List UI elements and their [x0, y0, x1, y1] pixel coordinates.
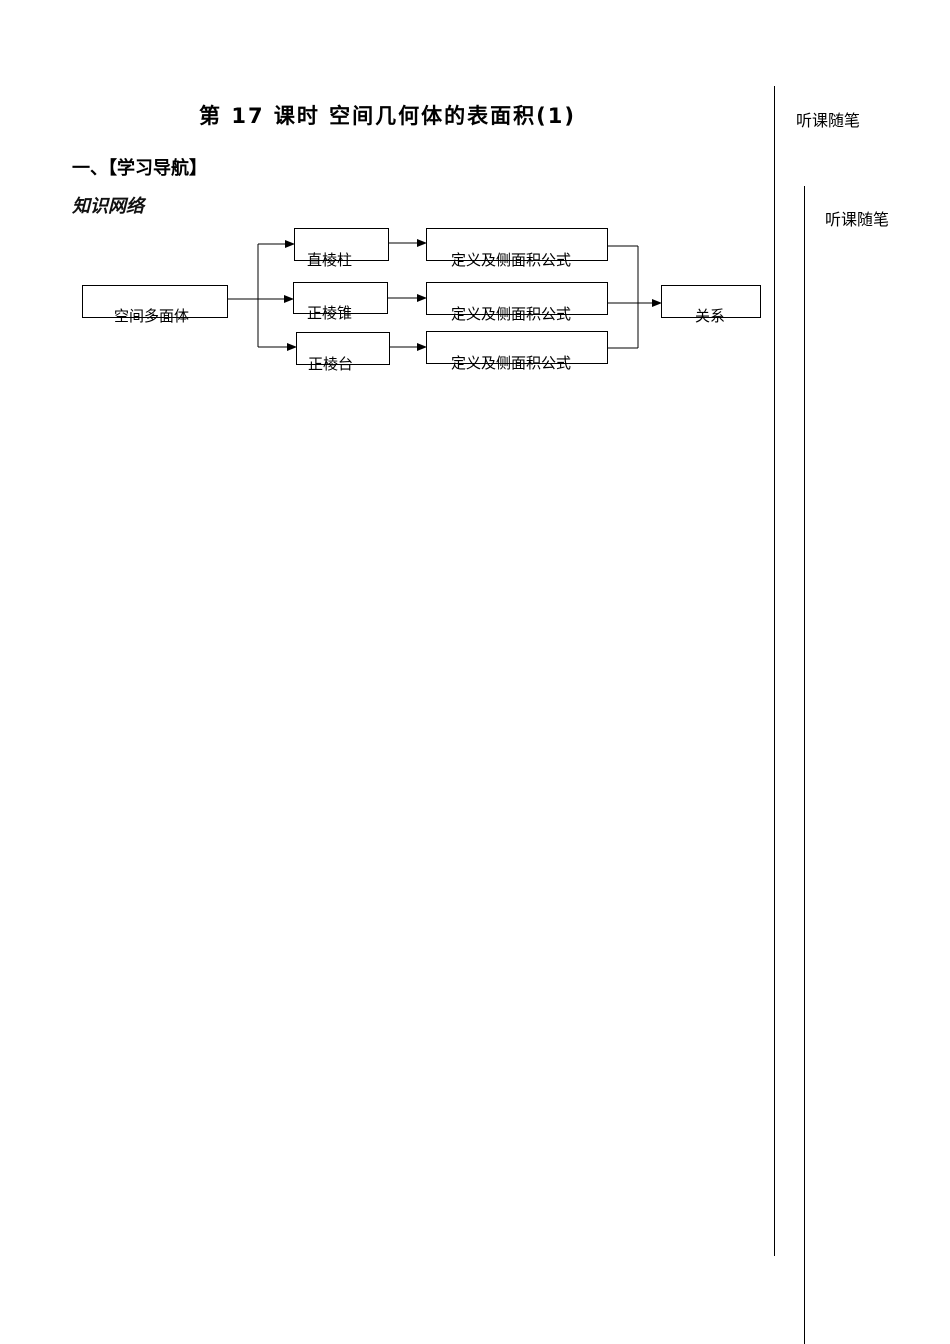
- root-box: [82, 285, 228, 318]
- root-label: 空间多面体: [114, 307, 190, 325]
- margin-rule-2: [804, 186, 805, 1344]
- detail-label-2: 定义及侧面积公式: [451, 305, 572, 323]
- diagram-connectors: [228, 239, 662, 351]
- page-title: 第 17 课时 空间几何体的表面积(1): [199, 104, 576, 128]
- detail-label-1: 定义及侧面积公式: [451, 251, 572, 269]
- sidebar-note-2: 听课随笔: [825, 210, 890, 229]
- branch-box-2: [293, 282, 388, 314]
- branch-label-1: 直棱柱: [307, 251, 353, 269]
- section-heading: 一、【学习导航】: [72, 158, 207, 179]
- branch-label-3: 正棱台: [308, 355, 354, 373]
- result-box: [661, 285, 761, 318]
- margin-rule-1: [774, 86, 775, 1256]
- detail-box-2: [426, 282, 608, 315]
- branch-box-1: [294, 228, 389, 261]
- branch-label-2: 正棱锥: [307, 304, 353, 322]
- detail-box-1: [426, 228, 608, 261]
- knowledge-network-heading: 知识网络: [72, 196, 144, 217]
- detail-label-3: 定义及侧面积公式: [451, 354, 572, 372]
- sidebar-note-1: 听课随笔: [796, 111, 861, 130]
- detail-box-3: [426, 331, 608, 364]
- branch-box-3: [296, 332, 390, 365]
- result-label: 关系: [695, 307, 726, 325]
